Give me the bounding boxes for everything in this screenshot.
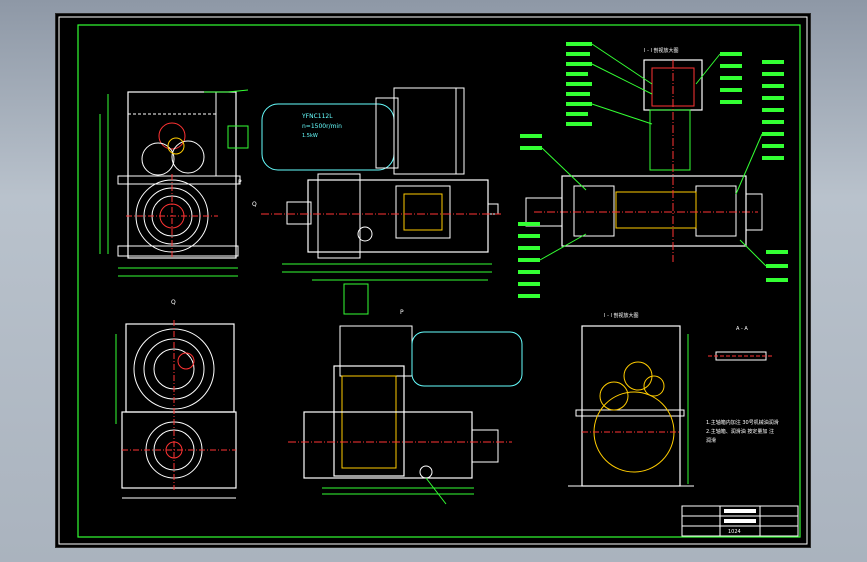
motor-speed-label: n=1500r/min [302, 123, 342, 130]
note-line-2: 2.主轴箱、润滑油 按定量加 注 [706, 428, 774, 435]
gear-section-view [525, 59, 763, 262]
gearbox-side-view [99, 89, 249, 277]
outer-border [58, 16, 808, 545]
section-aa-detail [708, 351, 774, 361]
drawing-sheet: YFNC112L n=1500r/min 1.5kW P Q [55, 13, 811, 548]
motor-top-view [261, 87, 501, 315]
bottom-right-gear-view [568, 325, 694, 487]
title-block-code: 1024 [728, 529, 741, 535]
motor-model-label: YFNC112L [301, 113, 333, 120]
note-line-1: 1.主轴箱内加注 30号机械油润滑 [706, 419, 779, 426]
leader-labels-left [518, 42, 653, 298]
view-q-label-left: Q [171, 299, 176, 306]
section-title-bottom-right: I - I 剖视放大图 [604, 312, 639, 319]
section-aa-label: A - A [736, 326, 748, 332]
cad-drawing: YFNC112L n=1500r/min 1.5kW P Q [58, 16, 808, 545]
note-line-3: 润滑 [706, 437, 716, 444]
title-block [681, 505, 799, 537]
view-q-label-top: Q [252, 201, 257, 208]
bottom-middle-view [288, 325, 523, 505]
motor-power-label: 1.5kW [302, 133, 318, 139]
section-title-top-right: I - I 剖视放大图 [644, 47, 679, 54]
inner-border [77, 24, 801, 538]
view-p-label-mid: P [400, 309, 404, 316]
leader-labels-right [695, 52, 788, 282]
bottom-left-view [115, 320, 237, 499]
view-p-label-top: P [238, 179, 242, 186]
